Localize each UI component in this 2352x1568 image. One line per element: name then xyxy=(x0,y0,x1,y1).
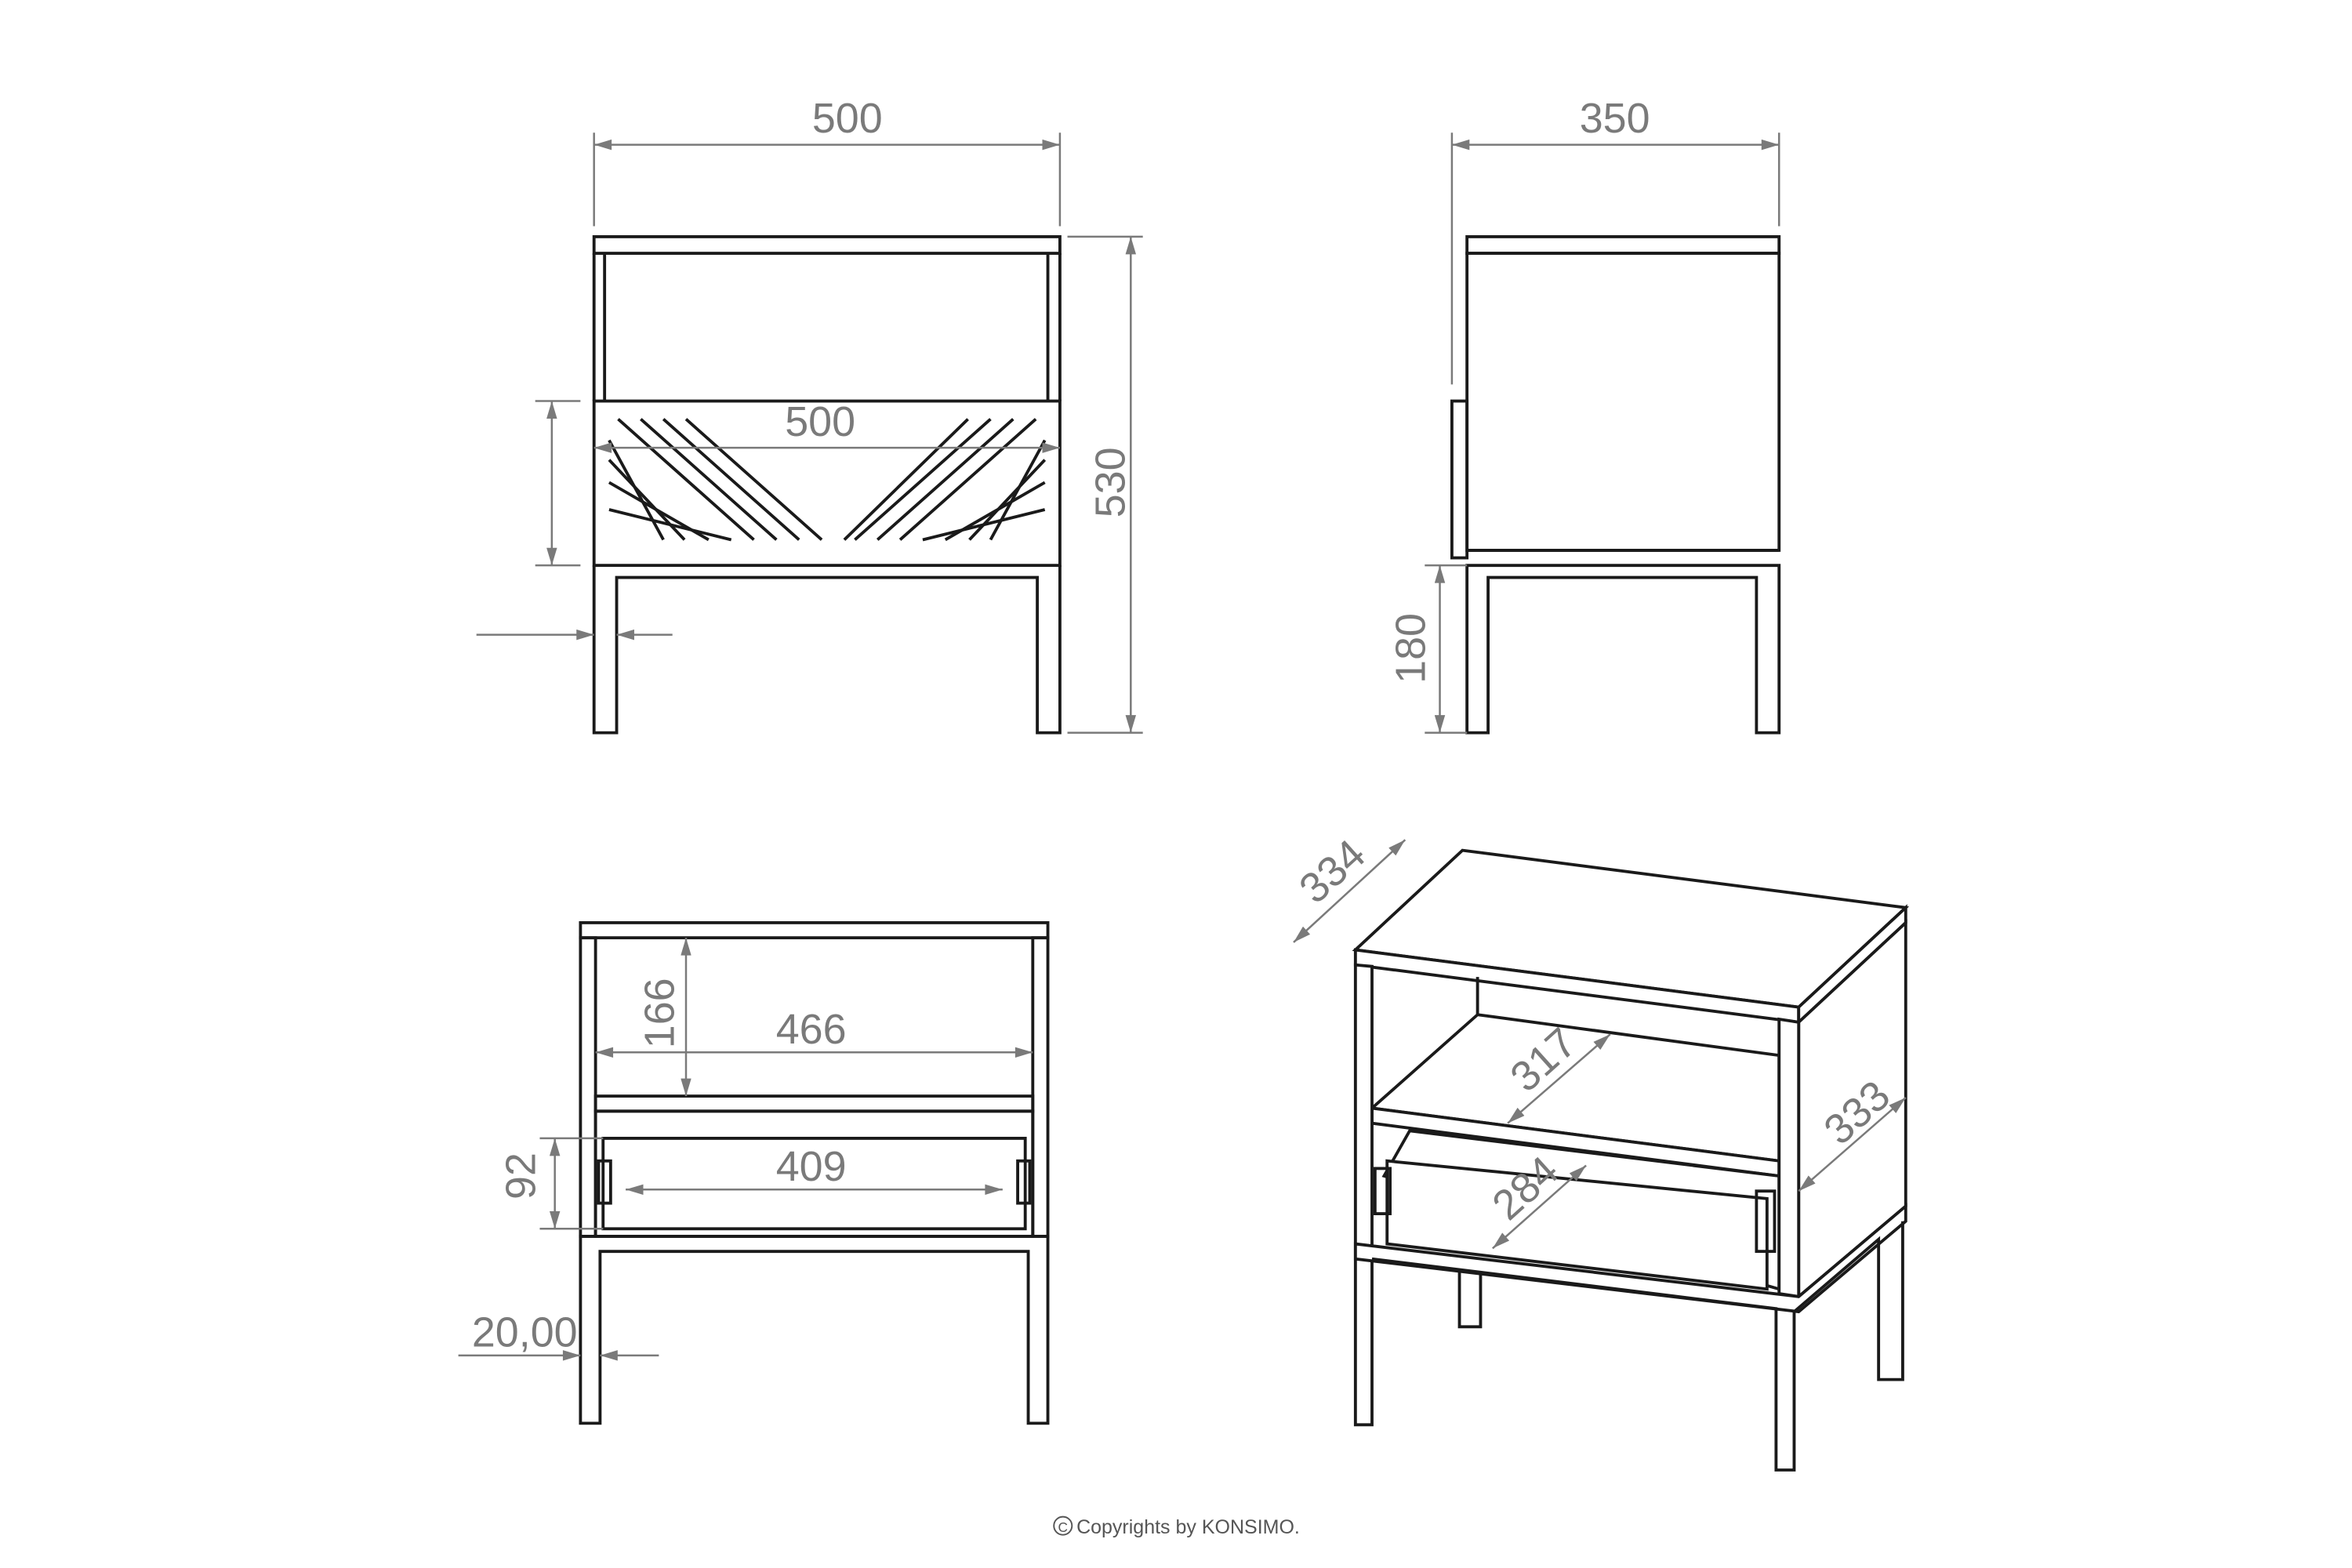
dim-drawer-inner-width: 409 xyxy=(776,1143,847,1190)
dim-depth: 350 xyxy=(1580,95,1650,142)
front-open-view: 166 466 409 92 20,00 xyxy=(458,921,1050,1425)
slot-pattern-right xyxy=(843,418,1047,542)
side-view: 350 180 xyxy=(1387,95,1781,735)
front-view: 500 530 500 xyxy=(476,95,1143,735)
dim-drawer-height: 92 xyxy=(498,1152,545,1200)
dim-top-depth: 334 xyxy=(1290,830,1374,913)
dim-width: 500 xyxy=(812,95,883,142)
dim-inner-width: 466 xyxy=(776,1006,847,1053)
copyright-icon: C xyxy=(1058,1519,1069,1535)
copyright: C Copyrights by KONSIMO. xyxy=(1053,1515,1300,1538)
dim-leg-height: 180 xyxy=(1387,613,1434,684)
drawer-box xyxy=(601,1137,1027,1231)
dim-shelf-height: 166 xyxy=(637,978,684,1048)
dim-leg-size: 20,00 xyxy=(472,1308,578,1356)
copyright-text: Copyrights by KONSIMO. xyxy=(1076,1516,1300,1538)
slot-pattern-left xyxy=(608,418,823,542)
dim-height: 530 xyxy=(1087,447,1134,517)
isometric-view: 334 317 284 333 xyxy=(1290,830,1910,1472)
drawer-front xyxy=(592,399,1062,568)
dim-drawer-width: 500 xyxy=(785,398,855,445)
